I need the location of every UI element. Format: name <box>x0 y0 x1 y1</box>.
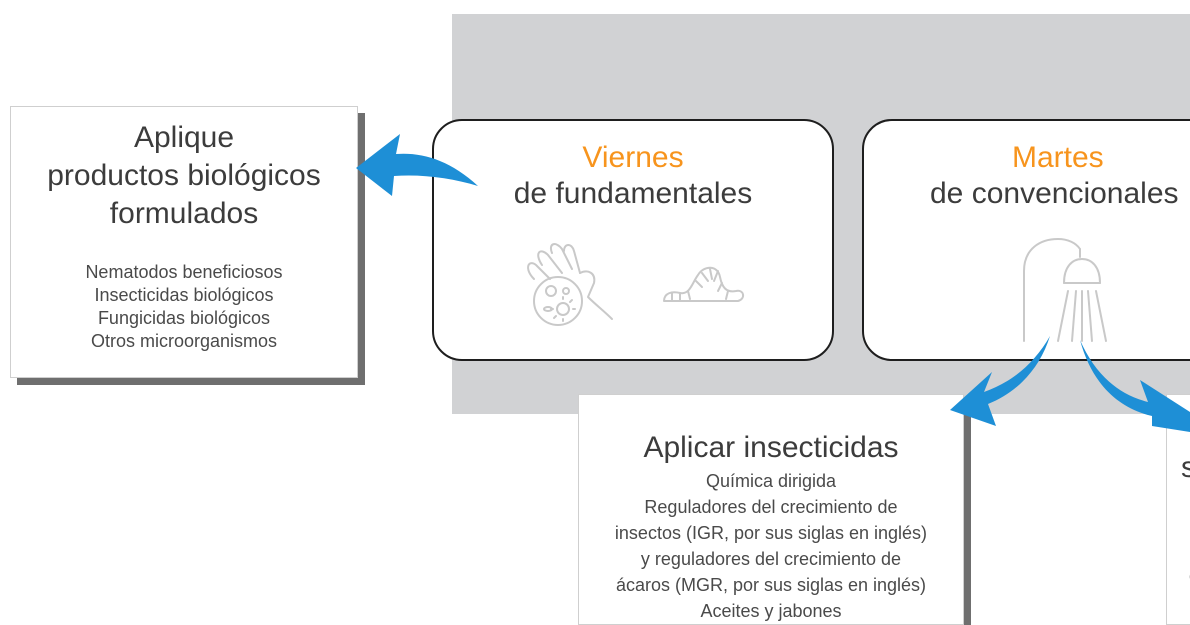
box-right-partial-fragment: s <box>1181 451 1190 484</box>
list-item: Química dirigida <box>705 471 837 491</box>
arrow-to-insecticidas <box>950 336 1050 426</box>
arrow-to-right-box <box>1080 340 1190 432</box>
title-line: Aplique <box>133 121 235 154</box>
title-line: formulados <box>109 197 259 230</box>
card-martes-title: Martes <box>1012 141 1104 174</box>
list-item: Otros microorganismos <box>90 331 278 351</box>
box-aplicar-insecticidas: Aplicar insecticidas Química dirigida Re… <box>578 394 964 625</box>
box-productos-biologicos-title: Aplique productos biológicos formulados <box>11 119 357 233</box>
card-martes-subtitle: de convencionales <box>930 177 1179 210</box>
card-viernes-subtitle: de fundamentales <box>513 177 753 210</box>
list-item: Insecticidas biológicos <box>94 285 274 305</box>
card-viernes: Viernes de fundamentales <box>432 119 834 361</box>
list-item: Reguladores del crecimiento de <box>644 497 898 517</box>
card-viernes-title: Viernes <box>582 141 684 174</box>
box-productos-biologicos-list: Nematodos beneficiosos Insecticidas biol… <box>11 261 357 353</box>
hand-microbe-icon <box>527 243 613 326</box>
arrow-to-biologicos <box>356 134 478 196</box>
box-aplicar-insecticidas-title: Aplicar insecticidas <box>643 431 899 464</box>
list-item: Aceites y jabones <box>700 601 842 621</box>
list-item: Nematodos beneficiosos <box>85 262 283 282</box>
box-productos-biologicos: Aplique productos biológicos formulados … <box>10 106 358 378</box>
list-item: insectos (IGR, por sus siglas en inglés) <box>614 523 928 543</box>
list-item: y reguladores del crecimiento de <box>640 549 902 569</box>
box-aplicar-insecticidas-list: Química dirigida Reguladores del crecimi… <box>579 468 963 624</box>
list-item: ácaros (MGR, por sus siglas en inglés) <box>615 575 927 595</box>
title-line: productos biológicos <box>47 159 321 192</box>
shower-icon <box>1023 238 1107 342</box>
card-martes: Martes de convencionales <box>862 119 1190 361</box>
list-item: Fungicidas biológicos <box>97 308 271 328</box>
worm-icon <box>663 266 744 302</box>
